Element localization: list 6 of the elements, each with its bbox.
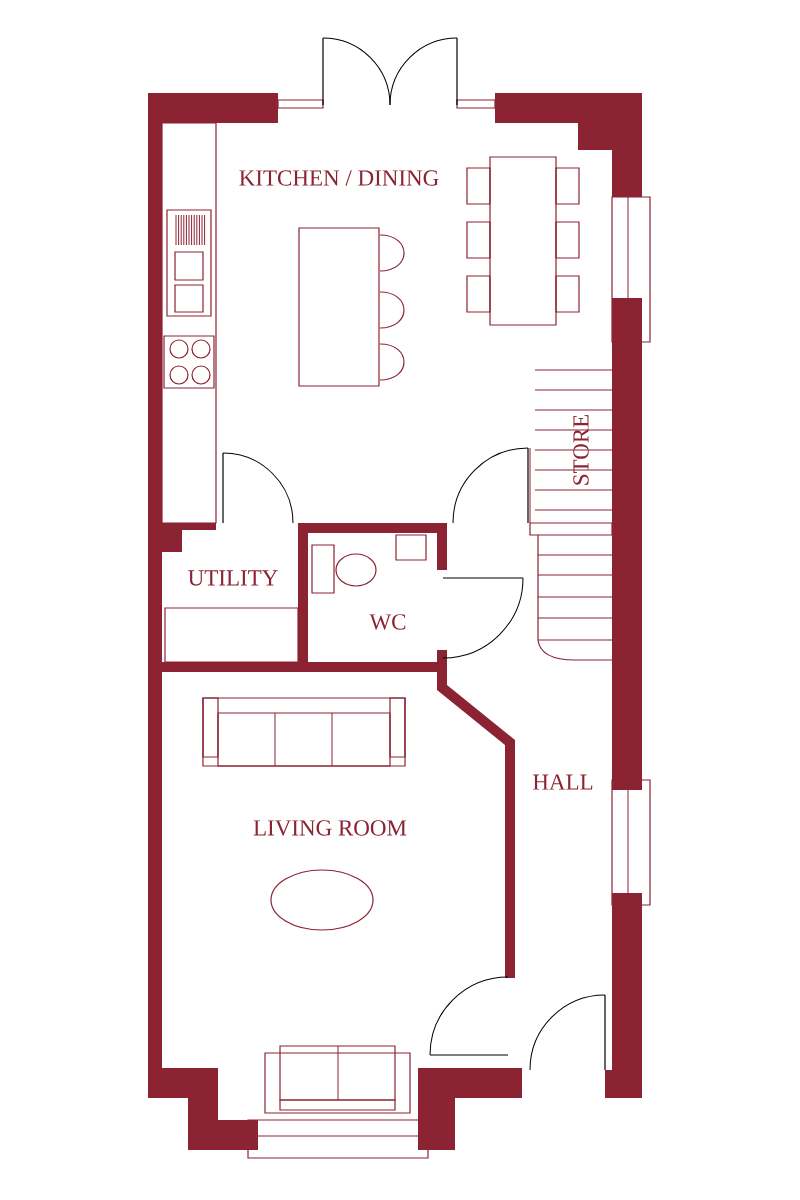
room-label: KITCHEN / DINING xyxy=(239,170,439,186)
room-label: WC xyxy=(369,614,406,630)
room-label: UTILITY xyxy=(188,570,278,586)
room-label: STORE xyxy=(573,414,589,485)
room-label: LIVING ROOM xyxy=(253,820,407,836)
room-label: HALL xyxy=(533,774,593,790)
